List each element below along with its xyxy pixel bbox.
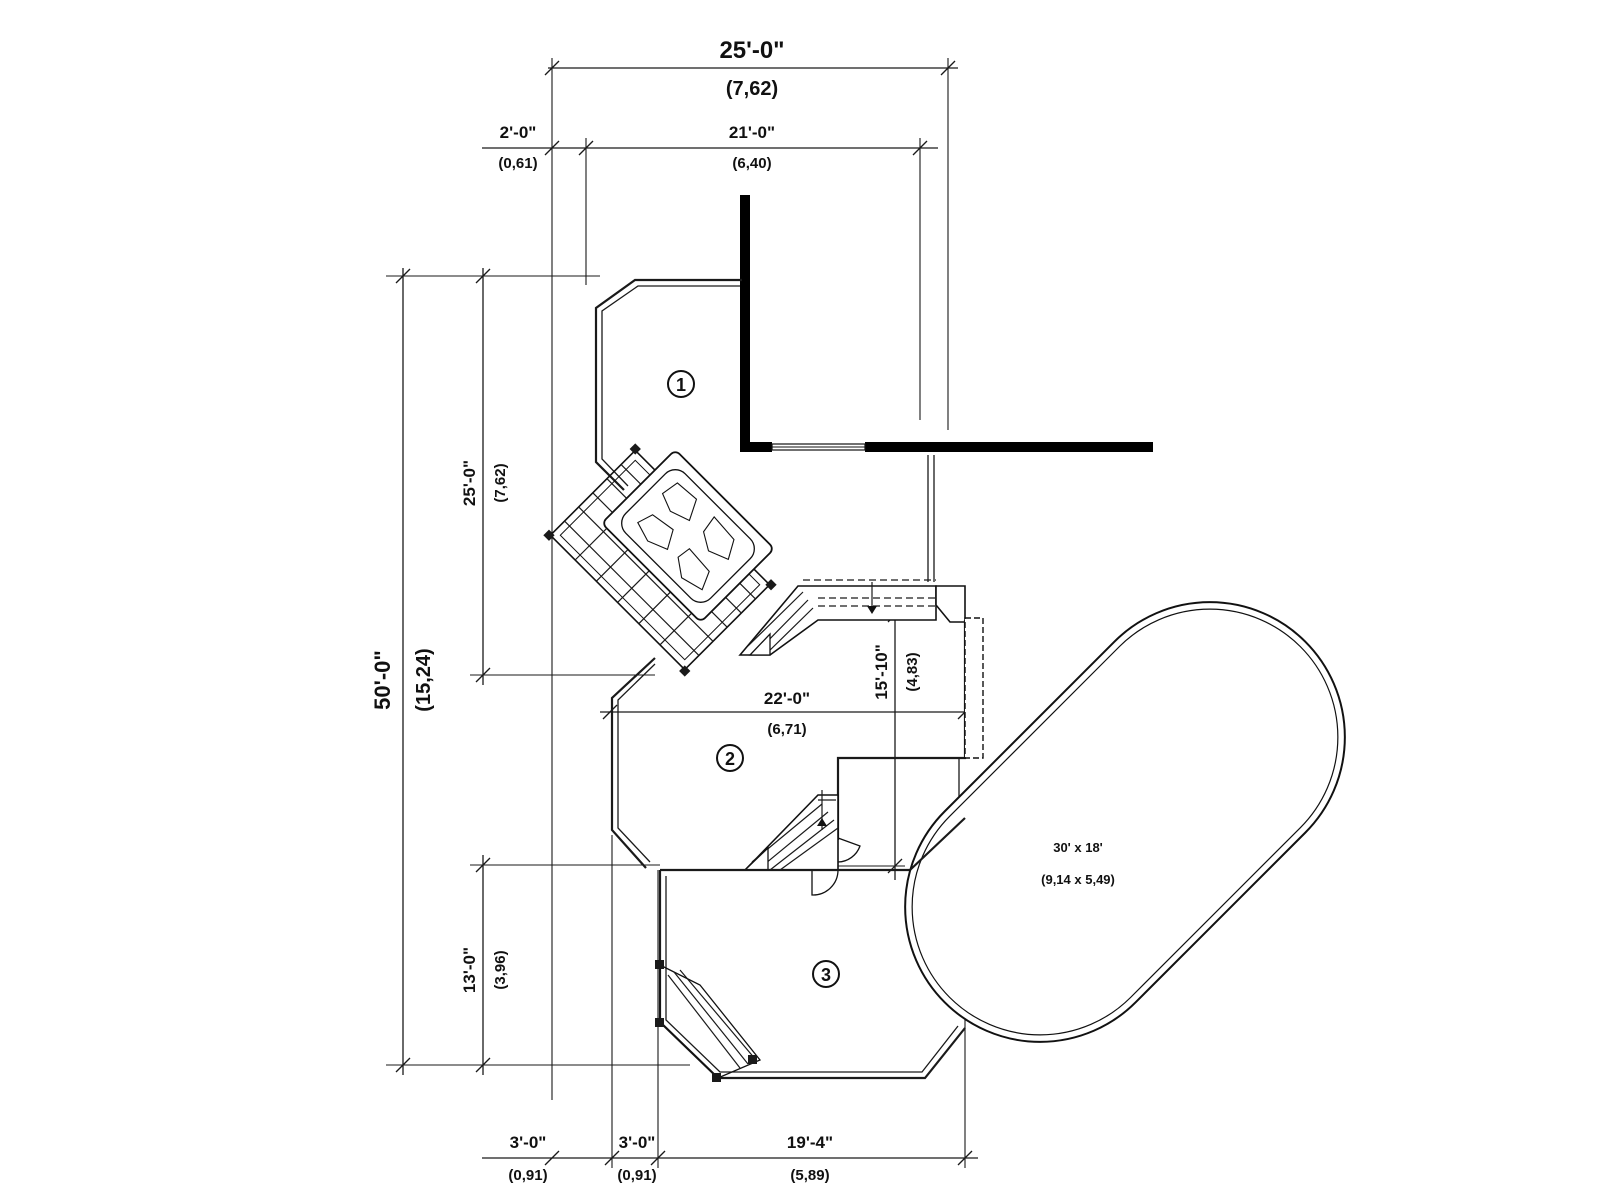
deck3-depth-imperial: 13'-0" (460, 947, 479, 993)
deck-2 (610, 617, 984, 869)
bottom-left-offset-metric: (0,91) (508, 1167, 547, 1184)
overall-depth-imperial: 50'-0" (370, 650, 395, 710)
deck3-width-imperial: 19'-4" (787, 1133, 833, 1152)
left-offset-top-metric: (0,61) (498, 155, 537, 172)
deck-3-bench (655, 960, 762, 1082)
deck-number: 3 (821, 965, 831, 985)
above-ground-pool (904, 601, 1346, 1043)
overall-width-imperial: 25'-0" (719, 37, 784, 64)
deck1-width-metric: (6,40) (732, 155, 771, 172)
deck1-depth-metric: (7,62) (492, 463, 509, 502)
deck-label-2: 2 (716, 744, 744, 772)
deck2-width-metric: (6,71) (767, 721, 806, 738)
hot-tub (603, 451, 773, 621)
pool-size-metric: (9,14 x 5,49) (1041, 872, 1115, 887)
deck-label-1: 1 (667, 370, 695, 398)
dimension-lines (386, 58, 978, 1168)
deck2-depth-metric: (4,83) (904, 652, 921, 691)
deck3-depth-metric: (3,96) (492, 950, 509, 989)
stairs-lower (743, 790, 861, 896)
left-offset-top-imperial: 2'-0" (500, 123, 537, 142)
bottom-left-offset-imperial: 3'-0" (510, 1133, 547, 1152)
deck-label-3: 3 (812, 960, 840, 988)
overall-width-metric: (7,62) (726, 78, 778, 100)
deck-number: 1 (676, 375, 686, 395)
deck2-depth-imperial: 15'-10" (872, 644, 891, 700)
deck2-width-imperial: 22'-0" (764, 689, 810, 708)
bottom-mid-offset-imperial: 3'-0" (619, 1133, 656, 1152)
stairs-upper (738, 579, 966, 656)
deck-3 (655, 868, 966, 1082)
house-walls (740, 195, 1153, 452)
pool-deck-edge (909, 817, 966, 871)
bottom-mid-offset-metric: (0,91) (617, 1167, 656, 1184)
deck-number: 2 (725, 749, 735, 769)
pool-size-imperial: 30' x 18' (1053, 840, 1103, 855)
deck-1 (594, 278, 935, 582)
deck1-width-imperial: 21'-0" (729, 123, 775, 142)
deck3-width-metric: (5,89) (790, 1167, 829, 1184)
deck1-depth-imperial: 25'-0" (460, 460, 479, 506)
overall-depth-metric: (15,24) (413, 648, 435, 711)
